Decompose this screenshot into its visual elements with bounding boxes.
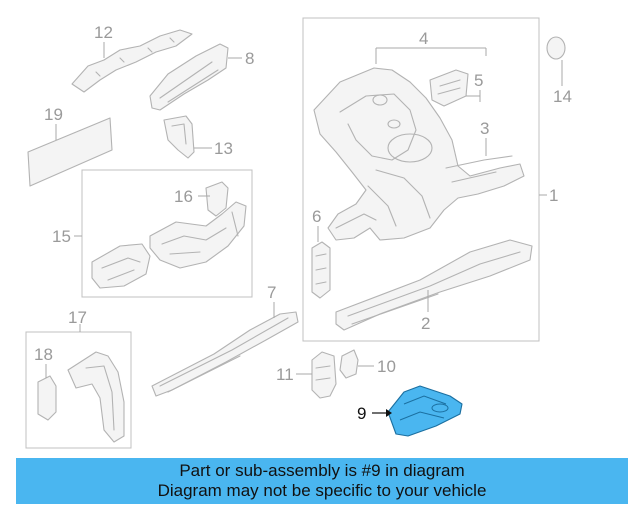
part-9-illustration [372,385,463,437]
callout-15: 15 [52,227,71,246]
part-16-illustration [198,181,229,217]
group-box-17 [25,331,132,449]
part-17-illustration [67,351,125,443]
callout-4: 4 [419,29,428,48]
callout-10: 10 [377,357,396,376]
callout-1: 1 [549,186,558,205]
part-10-illustration [339,349,374,379]
callout-9: 9 [357,404,366,423]
callout-12: 12 [94,23,113,42]
callout-7: 7 [267,283,276,302]
banner-line-2: Diagram may not be specific to your vehi… [157,481,487,500]
part-19-illustration [27,117,113,187]
part-13-illustration [163,115,212,159]
callout-3: 3 [480,119,489,138]
callout-14: 14 [553,87,572,106]
part-11-illustration [296,351,337,399]
info-banner: Part or sub-assembly is #9 in diagram Di… [16,458,628,504]
banner-line-1: Part or sub-assembly is #9 in diagram [179,461,465,480]
callout-16: 16 [174,187,193,206]
part-7-illustration [151,302,299,397]
callout-2: 2 [421,314,430,333]
part-6-illustration [311,226,331,299]
group-box-15 [81,169,253,298]
callout-5: 5 [474,71,483,90]
part-1-illustration [313,47,525,241]
part-2-illustration [335,239,533,331]
part-12-illustration [71,29,193,93]
part-18-illustration [37,364,57,421]
callout-6: 6 [312,207,321,226]
callout-11: 11 [276,365,294,384]
part-15-illustration [91,201,247,289]
callout-18: 18 [34,345,53,364]
callout-17: 17 [68,308,87,327]
callout-19: 19 [44,105,63,124]
part-14-illustration [546,36,566,86]
part-8-illustration [149,43,242,111]
callout-8: 8 [245,49,254,68]
group-box-1 [302,17,540,342]
callout-13: 13 [214,139,233,158]
